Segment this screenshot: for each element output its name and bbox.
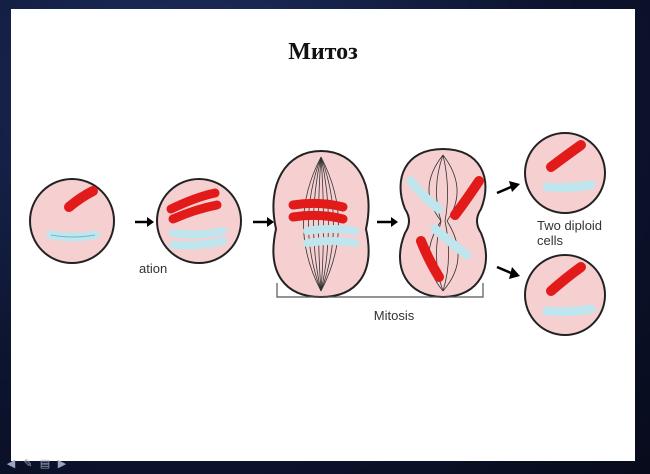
pen-icon[interactable]: ✎: [23, 457, 33, 470]
blue-chromosome: [406, 176, 444, 214]
daughter-label-line2: cells: [537, 233, 564, 248]
blue-chromosome: [430, 224, 472, 260]
blue-chromosome: [542, 180, 596, 193]
slide-toolbar: ◀ ✎ ▤ ▶: [4, 458, 69, 472]
arrow-head: [391, 217, 398, 227]
mitosis-label: Mitosis: [374, 308, 415, 323]
cell-membrane: [29, 178, 115, 264]
arrow-head: [509, 267, 520, 279]
cell-anaphase: [399, 147, 487, 299]
cell-membrane: [524, 132, 606, 214]
mitosis-bracket: [276, 283, 484, 298]
blue-chromosome: [169, 237, 227, 250]
red-chromosome: [168, 200, 222, 224]
red-chromosome: [416, 236, 444, 282]
blue-chromosome: [542, 304, 596, 317]
spindle-fibers: [303, 156, 339, 292]
red-chromosome: [288, 198, 348, 212]
cell-interphase: [29, 178, 115, 264]
cell-metaphase: [272, 149, 370, 299]
red-chromosome: [64, 186, 98, 212]
red-chromosome: [450, 176, 484, 220]
slides-icon[interactable]: ▤: [39, 457, 51, 470]
slide: Митоз ation: [11, 9, 635, 461]
arrow-up-right: [496, 185, 512, 195]
slide-title: Митоз: [288, 39, 358, 65]
arrow-head: [267, 217, 274, 227]
red-chromosome: [166, 188, 220, 214]
blue-chromosome: [303, 225, 359, 235]
blue-chromosome: [169, 227, 227, 239]
cut-label: ation: [139, 261, 167, 276]
arrow-head: [147, 217, 154, 227]
daughter-label-line1: Two diploid: [537, 218, 602, 233]
arrow-right-icon[interactable]: ▶: [57, 457, 67, 470]
cell-prophase: [156, 178, 242, 264]
daughter-cell-bottom: [524, 254, 606, 336]
daughter-cell-top: [524, 132, 606, 214]
cell-membrane: [524, 254, 606, 336]
blue-chromosome: [303, 237, 359, 247]
arrow-left-icon[interactable]: ◀: [6, 457, 16, 470]
arrow-head: [509, 181, 520, 192]
red-chromosome: [546, 140, 586, 172]
red-chromosome: [288, 210, 348, 224]
red-chromosome: [546, 262, 586, 296]
mitosis-diagram: ation: [29, 132, 606, 336]
arrow-down-right: [496, 265, 512, 275]
cell-membrane: [272, 149, 370, 299]
